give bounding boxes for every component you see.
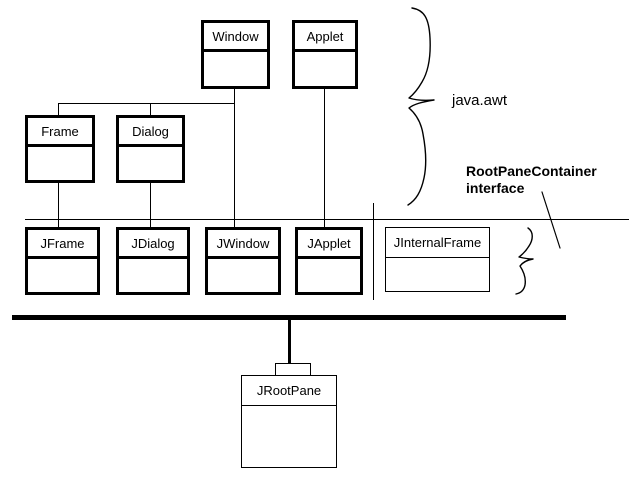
- class-box-jdialog[interactable]: JDialog: [116, 227, 190, 295]
- connector-frame-stem: [58, 183, 59, 229]
- package-separator-line: [25, 219, 629, 220]
- rootpanecontainer-interface-label: interface: [466, 180, 525, 196]
- class-name-jrootpane: JRootPane: [242, 376, 336, 406]
- rootpanecontainer-rule: [12, 315, 566, 320]
- connector-dialog-riser: [150, 103, 151, 117]
- rootpanecontainer-brace: [514, 226, 546, 296]
- connector-dialog-stem: [150, 183, 151, 229]
- rootpanecontainer-leader-line: [538, 190, 570, 252]
- class-name-jinternalframe: JInternalFrame: [386, 228, 489, 258]
- class-box-jinternalframe[interactable]: JInternalFrame: [385, 227, 490, 292]
- class-name-jframe: JFrame: [28, 230, 97, 259]
- class-box-frame[interactable]: Frame: [25, 115, 95, 183]
- class-name-jwindow: JWindow: [208, 230, 278, 259]
- class-box-jrootpane[interactable]: JRootPane: [241, 375, 337, 468]
- class-box-jframe[interactable]: JFrame: [25, 227, 100, 295]
- class-box-window[interactable]: Window: [201, 20, 270, 89]
- group-divider-line: [373, 203, 374, 300]
- class-name-dialog: Dialog: [119, 118, 182, 147]
- class-name-window: Window: [204, 23, 267, 52]
- connector-rootpane-stem: [288, 318, 291, 364]
- class-name-applet: Applet: [295, 23, 355, 52]
- class-name-jdialog: JDialog: [119, 230, 187, 259]
- class-name-japplet: JApplet: [298, 230, 360, 259]
- connector-applet-stem: [324, 89, 325, 227]
- class-box-jwindow[interactable]: JWindow: [205, 227, 281, 295]
- java-awt-brace: [404, 4, 452, 209]
- class-box-applet[interactable]: Applet: [292, 20, 358, 89]
- java-awt-label: java.awt: [452, 92, 508, 109]
- connector-window-stem: [234, 89, 235, 227]
- rootpanecontainer-label: RootPaneContainer: [466, 163, 597, 179]
- class-box-japplet[interactable]: JApplet: [295, 227, 363, 295]
- class-name-frame: Frame: [28, 118, 92, 147]
- class-box-dialog[interactable]: Dialog: [116, 115, 185, 183]
- connector-window-branch-bus: [58, 103, 235, 104]
- connector-frame-riser: [58, 103, 59, 117]
